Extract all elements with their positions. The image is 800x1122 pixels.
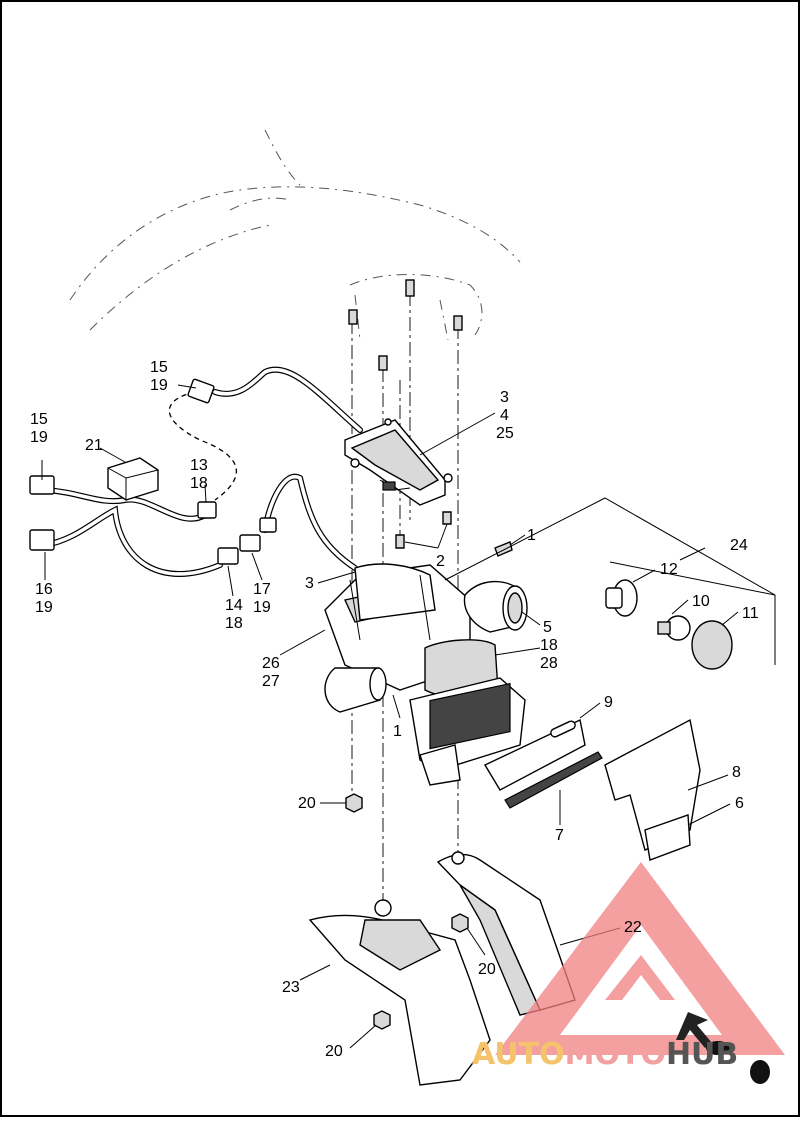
callout-7: 7 [555,827,564,844]
callout-25: 25 [496,425,514,442]
callout-20-b: 20 [478,961,496,978]
callout-18-a: 18 [190,475,208,492]
callout-19-c: 19 [35,599,53,616]
turn-signal-left [324,667,387,713]
fender-bracket-23 [308,899,491,1086]
phantom-fender-outline [69,129,521,341]
wiring-harness [29,366,363,577]
callout-15-b: 15 [30,411,48,428]
watermark-logo: AUTOMOTOHUB [472,862,785,1084]
callout-20-a: 20 [298,795,316,812]
watermark-word-moto: MOTO [565,1037,666,1072]
leader-lines [41,384,739,1049]
callout-labels: 15 19 15 19 21 13 18 16 19 14 18 17 19 3… [30,359,759,1060]
fender-bracket-22 [436,851,576,1016]
callout-20-c: 20 [325,1043,343,1060]
plate-bracket-9 [484,718,586,791]
callout-26: 26 [262,655,280,672]
callout-13: 13 [190,457,208,474]
callout-27: 27 [262,673,280,690]
nut-20-lower [373,1010,391,1030]
turn-signal-right [463,580,528,633]
watermark-word-hub: HUB [666,1037,738,1072]
nut-20-middle [451,913,469,933]
watermark-arrow-icon [676,1012,770,1084]
callout-28: 28 [540,655,558,672]
callout-19-a: 19 [150,377,168,394]
callout-14: 14 [225,597,243,614]
callout-4: 4 [500,407,509,424]
callout-1-b: 1 [393,723,402,740]
bulb-socket-12 [605,579,638,617]
callout-3-b: 3 [305,575,314,592]
callout-6: 6 [735,795,744,812]
callout-9: 9 [604,694,613,711]
callout-23: 23 [282,979,300,996]
screws-2 [395,511,452,549]
callout-24: 24 [730,537,748,554]
lens-11 [691,620,733,670]
watermark-inner-mark [605,955,675,1000]
callout-19-b: 19 [30,429,48,446]
callout-22: 22 [624,919,642,936]
gasket-7 [504,751,603,809]
watermark-word-auto: AUTO [472,1037,565,1072]
svg-text:AUTOMOTOHUB: AUTOMOTOHUB [472,1037,738,1072]
callout-12: 12 [660,561,678,578]
callout-5: 5 [543,619,552,636]
bulb-10 [657,615,691,641]
callout-1-a: 1 [527,527,536,544]
control-module [344,418,453,506]
callout-18-b: 18 [225,615,243,632]
callout-21: 21 [85,437,103,454]
watermark-triangle [495,862,785,1055]
callout-16: 16 [35,581,53,598]
callout-11: 11 [742,605,759,622]
callout-10: 10 [692,593,710,610]
plate-backing-8 [604,718,701,861]
callout-8: 8 [732,764,741,781]
studs [348,279,463,371]
group-bracket-24 [444,497,776,665]
callout-15-a: 15 [150,359,168,376]
callout-19-d: 19 [253,599,271,616]
callout-3-a: 3 [500,389,509,406]
callout-2: 2 [436,553,445,570]
nut-20-upper [345,793,363,813]
license-lamp-housing [409,639,526,786]
callout-17: 17 [253,581,271,598]
callout-18-c: 18 [540,637,558,654]
lamp-lens-grid [429,682,511,750]
